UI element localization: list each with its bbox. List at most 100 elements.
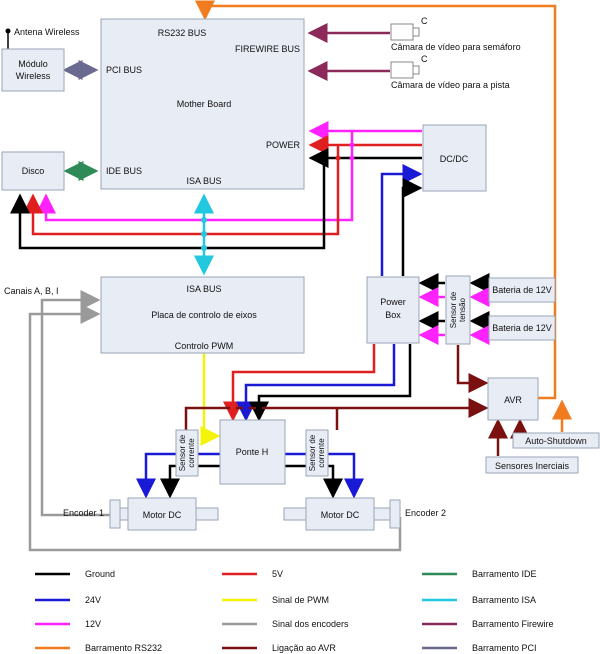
sensor-tensao-label-2: tensão (458, 297, 467, 322)
legend-label: Barramento PCI (472, 643, 537, 653)
disco-label: Disco (22, 166, 45, 176)
legend-item: 12V (35, 619, 101, 629)
camera-c-2: C (421, 54, 428, 64)
placa-label: Placa de controlo de eixos (151, 310, 257, 320)
legend-item: Barramento ISA (422, 595, 536, 605)
power-label: POWER (266, 140, 301, 150)
mother-board-label: Mother Board (177, 99, 232, 109)
sensor-tensao-box: Sensor de tensão (445, 275, 471, 345)
modulo-label-2: Wireless (16, 71, 51, 81)
camera-pista-label: Câmara de vídeo para a pista (391, 80, 510, 90)
ponte-h-label: Ponte H (236, 447, 269, 457)
sensor-tensao-label-1: Sensor de (449, 291, 458, 328)
auto-shutdown-label: Auto-Shutdown (525, 436, 587, 446)
sensor-corrente-2-box: Sensor de corrente (305, 429, 329, 477)
legend: Ground 24V 12V Barramento RS232 5V Sinal… (35, 569, 554, 653)
dcdc-label: DC/DC (440, 154, 469, 164)
camera-semaforo: C Câmara de vídeo para semáforo (390, 16, 521, 52)
wire-ponte-gnd-m1 (160, 464, 220, 499)
legend-label: Ground (85, 569, 115, 579)
ponte-h-box: Ponte H (219, 419, 286, 485)
canais-label: Canais A, B, I (4, 286, 59, 296)
wire-encoder2 (28, 304, 402, 552)
encoder-1-label: Encoder 1 (63, 508, 104, 518)
legend-item: 5V (222, 569, 283, 579)
legend-item: Barramento IDE (422, 569, 537, 579)
camera-pista: C Câmara de vídeo para a pista (390, 54, 510, 90)
camera-c-1: C (421, 16, 428, 26)
motor-dc-1: Motor DC Encoder 1 (63, 497, 219, 531)
legend-label: Sinal dos encoders (272, 619, 349, 629)
isa-bus-pc-label: ISA BUS (186, 284, 221, 294)
sensor-corrente-2-label-1: Sensor de (308, 434, 317, 471)
wires (9, 0, 572, 552)
firewire-bus-label: FIREWIRE BUS (235, 44, 300, 54)
wire-pbox-gnd-dcdc (401, 178, 423, 276)
bateria-1-box: Bateria de 12V (488, 277, 556, 303)
sensor-corrente-2-label-2: corrente (317, 438, 326, 468)
power-box: Power Box (366, 276, 420, 344)
power-box-label-1: Power (380, 297, 406, 307)
legend-item: Barramento RS232 (35, 643, 162, 653)
auto-shutdown-box: Auto-Shutdown (512, 432, 600, 449)
wire-avr-bus (184, 398, 489, 430)
antenna: Antena Wireless (5, 27, 80, 50)
avr-box: AVR (487, 377, 539, 421)
wire-pbox-24v-dcdc (380, 164, 423, 276)
wire-dcdc-5v-disco (23, 145, 340, 236)
legend-label: Barramento Firewire (472, 619, 554, 629)
encoder-2-label: Encoder 2 (405, 508, 446, 518)
sensor-corrente-1-label-2: corrente (187, 438, 196, 468)
wire-st-avr (456, 345, 489, 393)
legend-label: Barramento IDE (472, 569, 537, 579)
wire-dcdc-12v-disco (36, 131, 354, 222)
camera-semaforo-label: Câmara de vídeo para semáforo (391, 42, 521, 52)
wire-ponte-gnd-m2 (285, 464, 343, 499)
legend-item: Barramento PCI (422, 643, 537, 653)
sensores-inerciais-box: Sensores Inerciais (485, 456, 579, 474)
legend-item: Barramento Firewire (422, 619, 554, 629)
legend-item: Ground (35, 569, 115, 579)
legend-label: 5V (272, 569, 283, 579)
legend-label: Sinal de PWM (272, 595, 329, 605)
motor-dc-2: Motor DC Encoder 2 (283, 497, 446, 531)
wire-pwm (200, 353, 221, 446)
sensor-corrente-1-label-1: Sensor de (178, 434, 187, 471)
dcdc-box: DC/DC (422, 124, 487, 192)
controlo-pwm-label: Controlo PWM (175, 341, 234, 351)
bateria-2-box: Bateria de 12V (488, 315, 556, 341)
sensor-corrente-1-box: Sensor de corrente (175, 429, 199, 477)
wire-encoder1 (40, 290, 110, 517)
bateria-1-label: Bateria de 12V (492, 285, 552, 295)
legend-label: 24V (85, 595, 101, 605)
legend-label: Ligação ao AVR (272, 643, 336, 653)
legend-item: Sinal de PWM (222, 595, 329, 605)
motor-dc-2-label: Motor DC (321, 510, 360, 520)
disco-box: Disco (1, 151, 65, 191)
power-box-label-2: Box (385, 310, 401, 320)
bateria-2-label: Bateria de 12V (492, 323, 552, 333)
rs232-bus-label: RS232 BUS (158, 28, 207, 38)
modulo-wireless-box: Módulo Wireless (1, 48, 65, 92)
mother-board-box: RS232 BUS FIREWIRE BUS PCI BUS Mother Bo… (100, 18, 305, 190)
modulo-label-1: Módulo (18, 59, 48, 69)
legend-label: Barramento RS232 (85, 643, 162, 653)
wire-pbox-24v-ponte (236, 344, 396, 422)
wire-dcdc-gnd-disco (9, 158, 326, 250)
legend-label: Barramento ISA (472, 595, 536, 605)
legend-label: 12V (85, 619, 101, 629)
wire-crossings (201, 142, 355, 411)
legend-item: Ligação ao AVR (222, 643, 336, 653)
placa-controlo-box: ISA BUS Placa de controlo de eixos Contr… (100, 276, 305, 354)
isa-bus-mb-label: ISA BUS (186, 176, 221, 186)
motor-dc-1-label: Motor DC (143, 510, 182, 520)
avr-label: AVR (504, 395, 522, 405)
legend-item: 24V (35, 595, 101, 605)
antena-label: Antena Wireless (14, 27, 80, 37)
wire-pbox-5v-ponte (223, 344, 376, 422)
sensores-inerciais-label: Sensores Inerciais (495, 461, 570, 471)
legend-item: Sinal dos encoders (222, 619, 349, 629)
wire-rs232 (195, 0, 557, 400)
pci-bus-label: PCI BUS (106, 65, 142, 75)
